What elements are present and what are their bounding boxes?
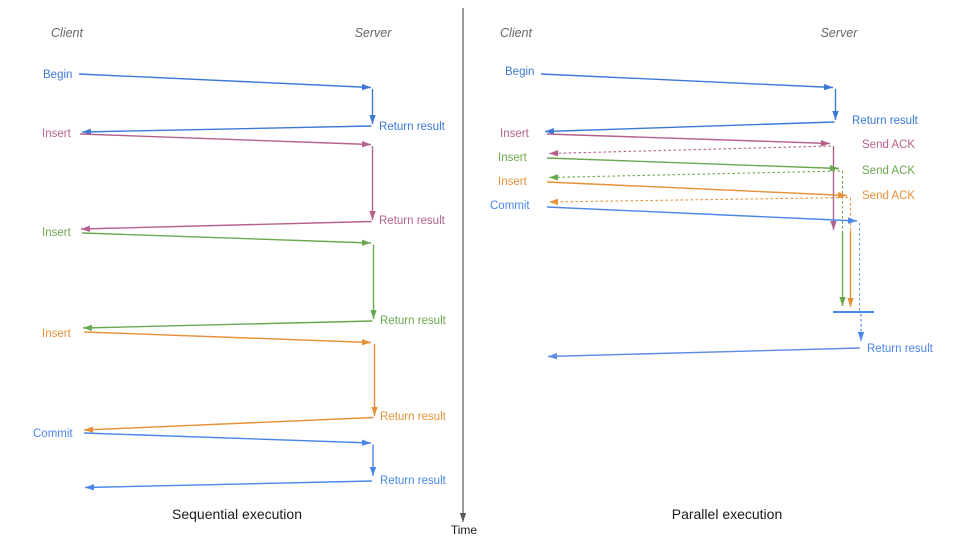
par-client-header: Client bbox=[500, 26, 532, 40]
seq-begin-request-arrow bbox=[78, 73, 372, 91]
seq-commit-response-arrow bbox=[84, 480, 373, 491]
seq-insert1-label: Insert bbox=[42, 128, 72, 140]
seq-client-header: Client bbox=[51, 26, 83, 40]
seq-insert1-response-arrow bbox=[80, 220, 372, 232]
par-insert2-ack-arrow bbox=[548, 170, 841, 181]
time-axis-label: Time bbox=[451, 523, 478, 537]
par-begin-response-arrow bbox=[544, 121, 835, 135]
seq-insert2-request-arrow bbox=[81, 232, 372, 246]
par-insert2-request-arrow bbox=[546, 157, 840, 172]
seq-step-insert-2: Insert Return result bbox=[42, 227, 447, 331]
seq-insert3-request-arrow bbox=[83, 331, 372, 346]
par-begin-request-arrow bbox=[540, 73, 834, 91]
par-step-begin: Begin Return result bbox=[505, 66, 919, 135]
parallel-title: Parallel execution bbox=[672, 506, 783, 522]
seq-begin-response-arrow bbox=[81, 125, 372, 136]
par-commit-label: Commit bbox=[490, 200, 530, 212]
seq-insert3-response-arrow bbox=[83, 416, 374, 433]
seq-server-header: Server bbox=[355, 26, 393, 40]
par-insert1-ack-arrow bbox=[548, 145, 832, 157]
time-axis: Time bbox=[451, 8, 478, 537]
par-insert2-ack-label: Send ACK bbox=[862, 165, 915, 177]
par-step-insert-2: Insert Send ACK bbox=[498, 152, 915, 306]
par-step-commit: Commit Return result bbox=[490, 200, 934, 360]
seq-insert2-response-label: Return result bbox=[380, 315, 447, 327]
seq-insert2-response-arrow bbox=[82, 320, 373, 331]
seq-begin-label: Begin bbox=[43, 69, 72, 81]
par-insert3-request-arrow bbox=[546, 181, 848, 199]
sequential-panel: Client Server Begin Return result Insert… bbox=[33, 26, 447, 522]
par-step-insert-1: Insert Send ACK bbox=[500, 128, 915, 230]
seq-insert1-response-label: Return result bbox=[379, 215, 446, 227]
par-server-header: Server bbox=[821, 26, 859, 40]
seq-insert1-request-arrow bbox=[79, 133, 372, 148]
par-insert1-request-arrow bbox=[546, 133, 831, 147]
seq-insert2-label: Insert bbox=[42, 227, 72, 239]
par-insert3-ack-label: Send ACK bbox=[862, 190, 915, 202]
seq-commit-request-arrow bbox=[83, 432, 372, 446]
par-commit-request-arrow bbox=[546, 206, 858, 224]
par-insert3-ack-arrow bbox=[548, 196, 849, 206]
seq-insert3-response-label: Return result bbox=[380, 411, 447, 423]
seq-commit-label: Commit bbox=[33, 428, 73, 440]
seq-insert3-label: Insert bbox=[42, 328, 72, 340]
sequential-title: Sequential execution bbox=[172, 506, 302, 522]
par-commit-response-label: Return result bbox=[867, 343, 934, 355]
seq-step-commit: Commit Return result bbox=[33, 428, 447, 491]
seq-step-insert-1: Insert Return result bbox=[42, 128, 446, 232]
par-begin-response-label: Return result bbox=[852, 115, 919, 127]
par-step-insert-3: Insert Send ACK bbox=[498, 176, 915, 307]
par-insert3-label: Insert bbox=[498, 176, 528, 188]
seq-begin-response-label: Return result bbox=[379, 121, 446, 133]
seq-step-begin: Begin Return result bbox=[43, 69, 446, 136]
seq-step-insert-3: Insert Return result bbox=[42, 328, 447, 433]
parallel-panel: Client Server Begin Return result Insert… bbox=[490, 26, 934, 522]
par-insert2-label: Insert bbox=[498, 152, 528, 164]
par-insert1-label: Insert bbox=[500, 128, 530, 140]
par-insert1-ack-label: Send ACK bbox=[862, 139, 915, 151]
par-commit-response-arrow bbox=[547, 347, 861, 360]
seq-commit-response-label: Return result bbox=[380, 475, 447, 487]
par-begin-label: Begin bbox=[505, 66, 534, 78]
